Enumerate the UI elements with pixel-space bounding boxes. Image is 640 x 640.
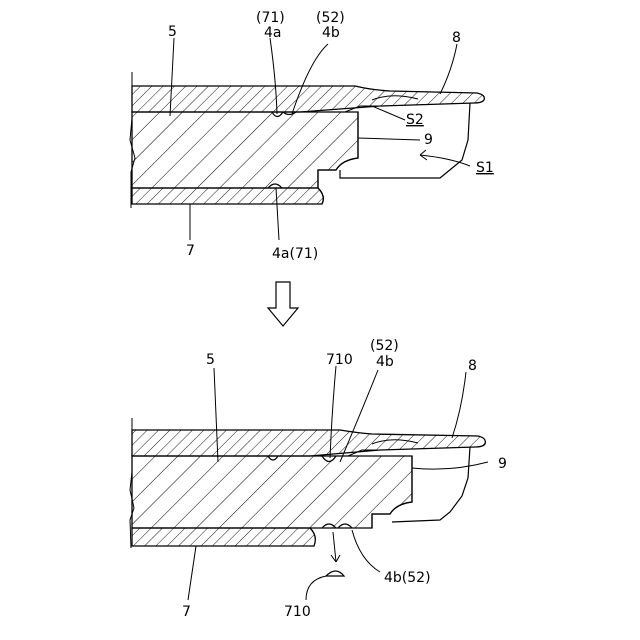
bottom-middle-block-5 [132,456,412,528]
top-label-4a71: 4a(71) [272,246,318,262]
top-label-52: (52) [316,10,345,26]
top-label-S2: S2 [406,112,424,128]
bottom-label-9: 9 [498,456,507,472]
top-label-7: 7 [186,243,195,259]
top-label-8: 8 [452,30,461,46]
top-label-5: 5 [168,24,177,40]
top-label-S1: S1 [476,160,494,176]
top-label-4b: 4b [322,25,340,41]
bottom-label-5: 5 [206,352,215,368]
top-lower-plate-7 [132,188,323,204]
bottom-view [130,418,485,576]
bottom-lower-plate-7 [132,528,315,546]
bottom-fragment-710 [326,571,344,576]
bottom-upper-plate-8 [132,430,485,456]
top-label-4a: 4a [264,25,282,41]
top-label-9: 9 [424,132,433,148]
bottom-label-52: (52) [370,338,399,354]
bottom-label-8: 8 [468,358,477,374]
bottom-label-4b: 4b [376,354,394,370]
top-frame-outline [340,103,470,178]
transition-arrow-icon [268,282,298,326]
top-middle-block-5 [132,112,358,188]
top-label-71: (71) [256,10,285,26]
bottom-label-4b52: 4b(52) [384,570,431,586]
bottom-fall-line [333,532,336,562]
top-upper-plate-8 [132,86,484,112]
bottom-label-710-top: 710 [326,352,353,368]
bottom-label-710-bottom: 710 [284,604,311,620]
bottom-label-7: 7 [182,604,191,620]
